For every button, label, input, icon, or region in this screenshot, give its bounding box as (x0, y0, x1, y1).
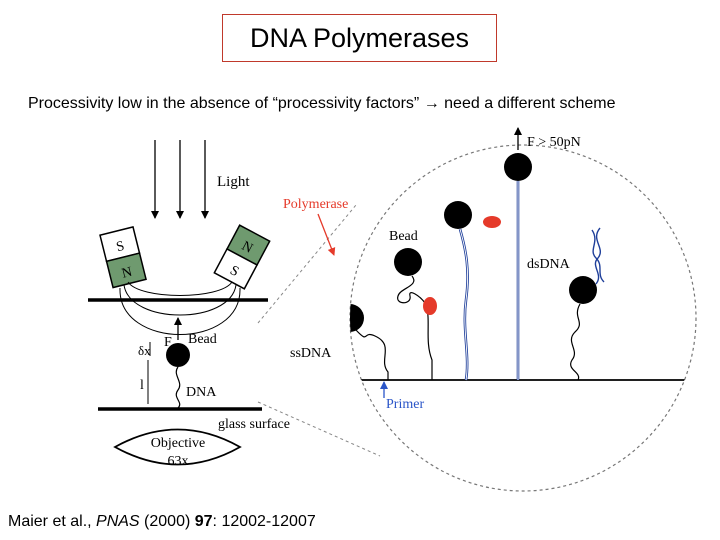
objective-label-2: 63x (168, 454, 189, 469)
polymerase-4 (483, 216, 501, 228)
twisted-dsdna-b (594, 227, 601, 285)
citation-journal: PNAS (96, 513, 140, 530)
ssdna-strand-5 (570, 303, 581, 381)
magnet-left: S N (99, 226, 147, 289)
zoom-circle (349, 144, 697, 492)
length-label: l (140, 378, 144, 393)
ssdna-strand-2 (397, 275, 433, 380)
zoom-line-bottom (257, 401, 381, 457)
magnet-left-n: N (120, 265, 133, 282)
ssdna-strand-1 (355, 329, 389, 380)
dx-label: δx (138, 343, 151, 358)
zoom-bead-2 (394, 248, 422, 276)
primer-label: Primer (386, 397, 424, 412)
ssdna-label: ssDNA (290, 346, 332, 361)
polymerase-arrow (317, 213, 336, 256)
left-bead (166, 343, 190, 367)
zoom-bead-4 (504, 153, 532, 181)
slide-subtitle: Processivity low in the absence of “proc… (28, 95, 616, 112)
zoom-bead-5 (569, 276, 597, 304)
citation-authors: Maier et al., (8, 513, 97, 530)
slide-title: DNA Polymerases (222, 14, 497, 62)
dsdna-label: dsDNA (527, 257, 571, 272)
magnet-left-s: S (115, 239, 126, 255)
force-label: F (164, 335, 172, 350)
surface-label: glass surface (218, 417, 290, 432)
citation-year: (2000) (139, 513, 195, 530)
field-lines (119, 281, 241, 335)
light-label: Light (217, 174, 250, 190)
zoom-bead-label: Bead (389, 229, 418, 244)
objective-label-1: Objective (151, 436, 205, 451)
citation: Maier et al., PNAS (2000) 97: 12002-1200… (8, 513, 316, 531)
left-dna-strand (175, 366, 181, 409)
citation-volume: 97 (194, 513, 213, 530)
objective-lens (113, 428, 242, 466)
magnet-right: N S (213, 224, 271, 290)
polymerase-free (330, 259, 350, 271)
zoom-bead-1 (350, 304, 364, 332)
slide-title-text: DNA Polymerases (249, 22, 470, 53)
bead-label-left: Bead (188, 332, 217, 347)
zoom-line-top (257, 204, 357, 324)
polymerase-label: Polymerase (283, 197, 348, 212)
zoom-bead-3 (444, 201, 472, 229)
dna-label: DNA (186, 385, 217, 400)
light-arrows (151, 140, 209, 219)
polymerase-2 (423, 297, 437, 315)
zoom-force-label: F > 50pN (527, 135, 581, 150)
twisted-dsdna-a (591, 229, 605, 283)
citation-pages: : 12002-12007 (212, 513, 316, 530)
